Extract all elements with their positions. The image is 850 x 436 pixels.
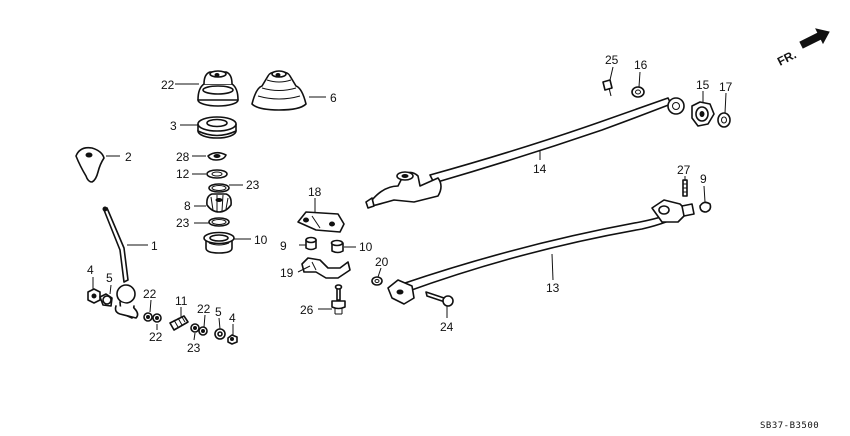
callout-13: 12 bbox=[176, 167, 190, 181]
drawing-code: SB37-B3500 bbox=[760, 421, 819, 431]
shift-rod-15 bbox=[365, 97, 685, 209]
rubber-bushing-16 bbox=[691, 101, 715, 127]
collar-10-right bbox=[330, 239, 344, 254]
callout-27: 27 bbox=[677, 163, 691, 177]
bolt-25 bbox=[602, 79, 613, 97]
callout-9: 9 bbox=[700, 172, 707, 186]
callout-23-lower: 23 bbox=[176, 216, 190, 230]
washer-22-a bbox=[143, 312, 153, 322]
callout-5-right: 5 bbox=[215, 305, 222, 319]
seal-13 bbox=[206, 169, 228, 179]
washer-22-d bbox=[198, 326, 208, 336]
callout-11: 10 bbox=[254, 233, 268, 247]
front-direction-arrow: FR. bbox=[775, 28, 830, 69]
callout-5-left: 5 bbox=[106, 271, 113, 285]
callout-6: 6 bbox=[330, 91, 337, 105]
callout-4-left: 4 bbox=[87, 263, 94, 277]
lower-boot-6 bbox=[251, 70, 307, 111]
shift-knob-2 bbox=[75, 146, 105, 183]
bushing-11 bbox=[203, 231, 235, 254]
nut-17 bbox=[631, 86, 645, 98]
callout-21: 20 bbox=[375, 255, 389, 269]
callout-15: 14 bbox=[533, 162, 547, 176]
callout-8: 8 bbox=[184, 199, 191, 213]
callout-23-upper: 23 bbox=[246, 178, 260, 192]
o-ring-23-lower bbox=[208, 217, 230, 227]
washer-22-c bbox=[190, 323, 200, 333]
callout-14: 13 bbox=[546, 281, 560, 295]
callout-22-a: 22 bbox=[143, 287, 157, 301]
callout-10-right: 10 bbox=[359, 240, 373, 254]
washer-18 bbox=[717, 112, 731, 128]
plate-20 bbox=[301, 257, 351, 279]
nut-4-left bbox=[87, 288, 101, 304]
callouts: 22 6 3 2 28 12 23 8 23 10 1 4 5 22 22 11… bbox=[87, 53, 733, 355]
callout-28: 28 bbox=[176, 150, 190, 164]
leader-lines bbox=[92, 66, 727, 341]
callout-19: 18 bbox=[308, 185, 322, 199]
ball-seat-8 bbox=[206, 193, 232, 213]
bracket-19 bbox=[297, 211, 345, 233]
bushing-5-right bbox=[214, 328, 226, 340]
callout-17: 16 bbox=[634, 58, 648, 72]
o-ring-23-upper bbox=[208, 183, 230, 193]
callout-24: 24 bbox=[440, 320, 454, 334]
spring-pin-27 bbox=[682, 179, 688, 197]
front-direction-label: FR. bbox=[775, 47, 799, 68]
extension-rod-14 bbox=[387, 199, 695, 305]
collar-10-left bbox=[305, 236, 317, 251]
callout-10-left: 9 bbox=[280, 239, 287, 253]
nut-21 bbox=[371, 276, 383, 286]
callout-2: 2 bbox=[125, 150, 132, 164]
pin-24 bbox=[425, 291, 454, 307]
nut-4-right bbox=[227, 334, 238, 345]
callout-16: 15 bbox=[696, 78, 710, 92]
callout-18: 17 bbox=[719, 80, 733, 94]
callout-4-right: 4 bbox=[229, 311, 236, 325]
clip-9 bbox=[699, 201, 712, 213]
callout-22-c: 22 bbox=[197, 302, 211, 316]
upper-boot-7 bbox=[197, 70, 239, 107]
callout-20: 19 bbox=[280, 266, 294, 280]
bushing-5-left bbox=[99, 293, 113, 307]
bolt-12 bbox=[169, 315, 189, 331]
boot-ring-3 bbox=[197, 116, 237, 139]
callout-7: 22 bbox=[161, 78, 175, 92]
callout-3: 3 bbox=[170, 119, 177, 133]
callout-26: 26 bbox=[300, 303, 314, 317]
shift-lever-1 bbox=[102, 206, 139, 319]
callout-22-b: 22 bbox=[149, 330, 163, 344]
callout-25: 25 bbox=[605, 53, 619, 67]
clip-28 bbox=[207, 151, 227, 161]
callout-1: 1 bbox=[151, 239, 158, 253]
stud-bolt-26 bbox=[331, 284, 346, 315]
washer-22-b bbox=[152, 313, 162, 323]
callout-22-d: 23 bbox=[187, 341, 201, 355]
callout-12: 11 bbox=[175, 294, 188, 308]
